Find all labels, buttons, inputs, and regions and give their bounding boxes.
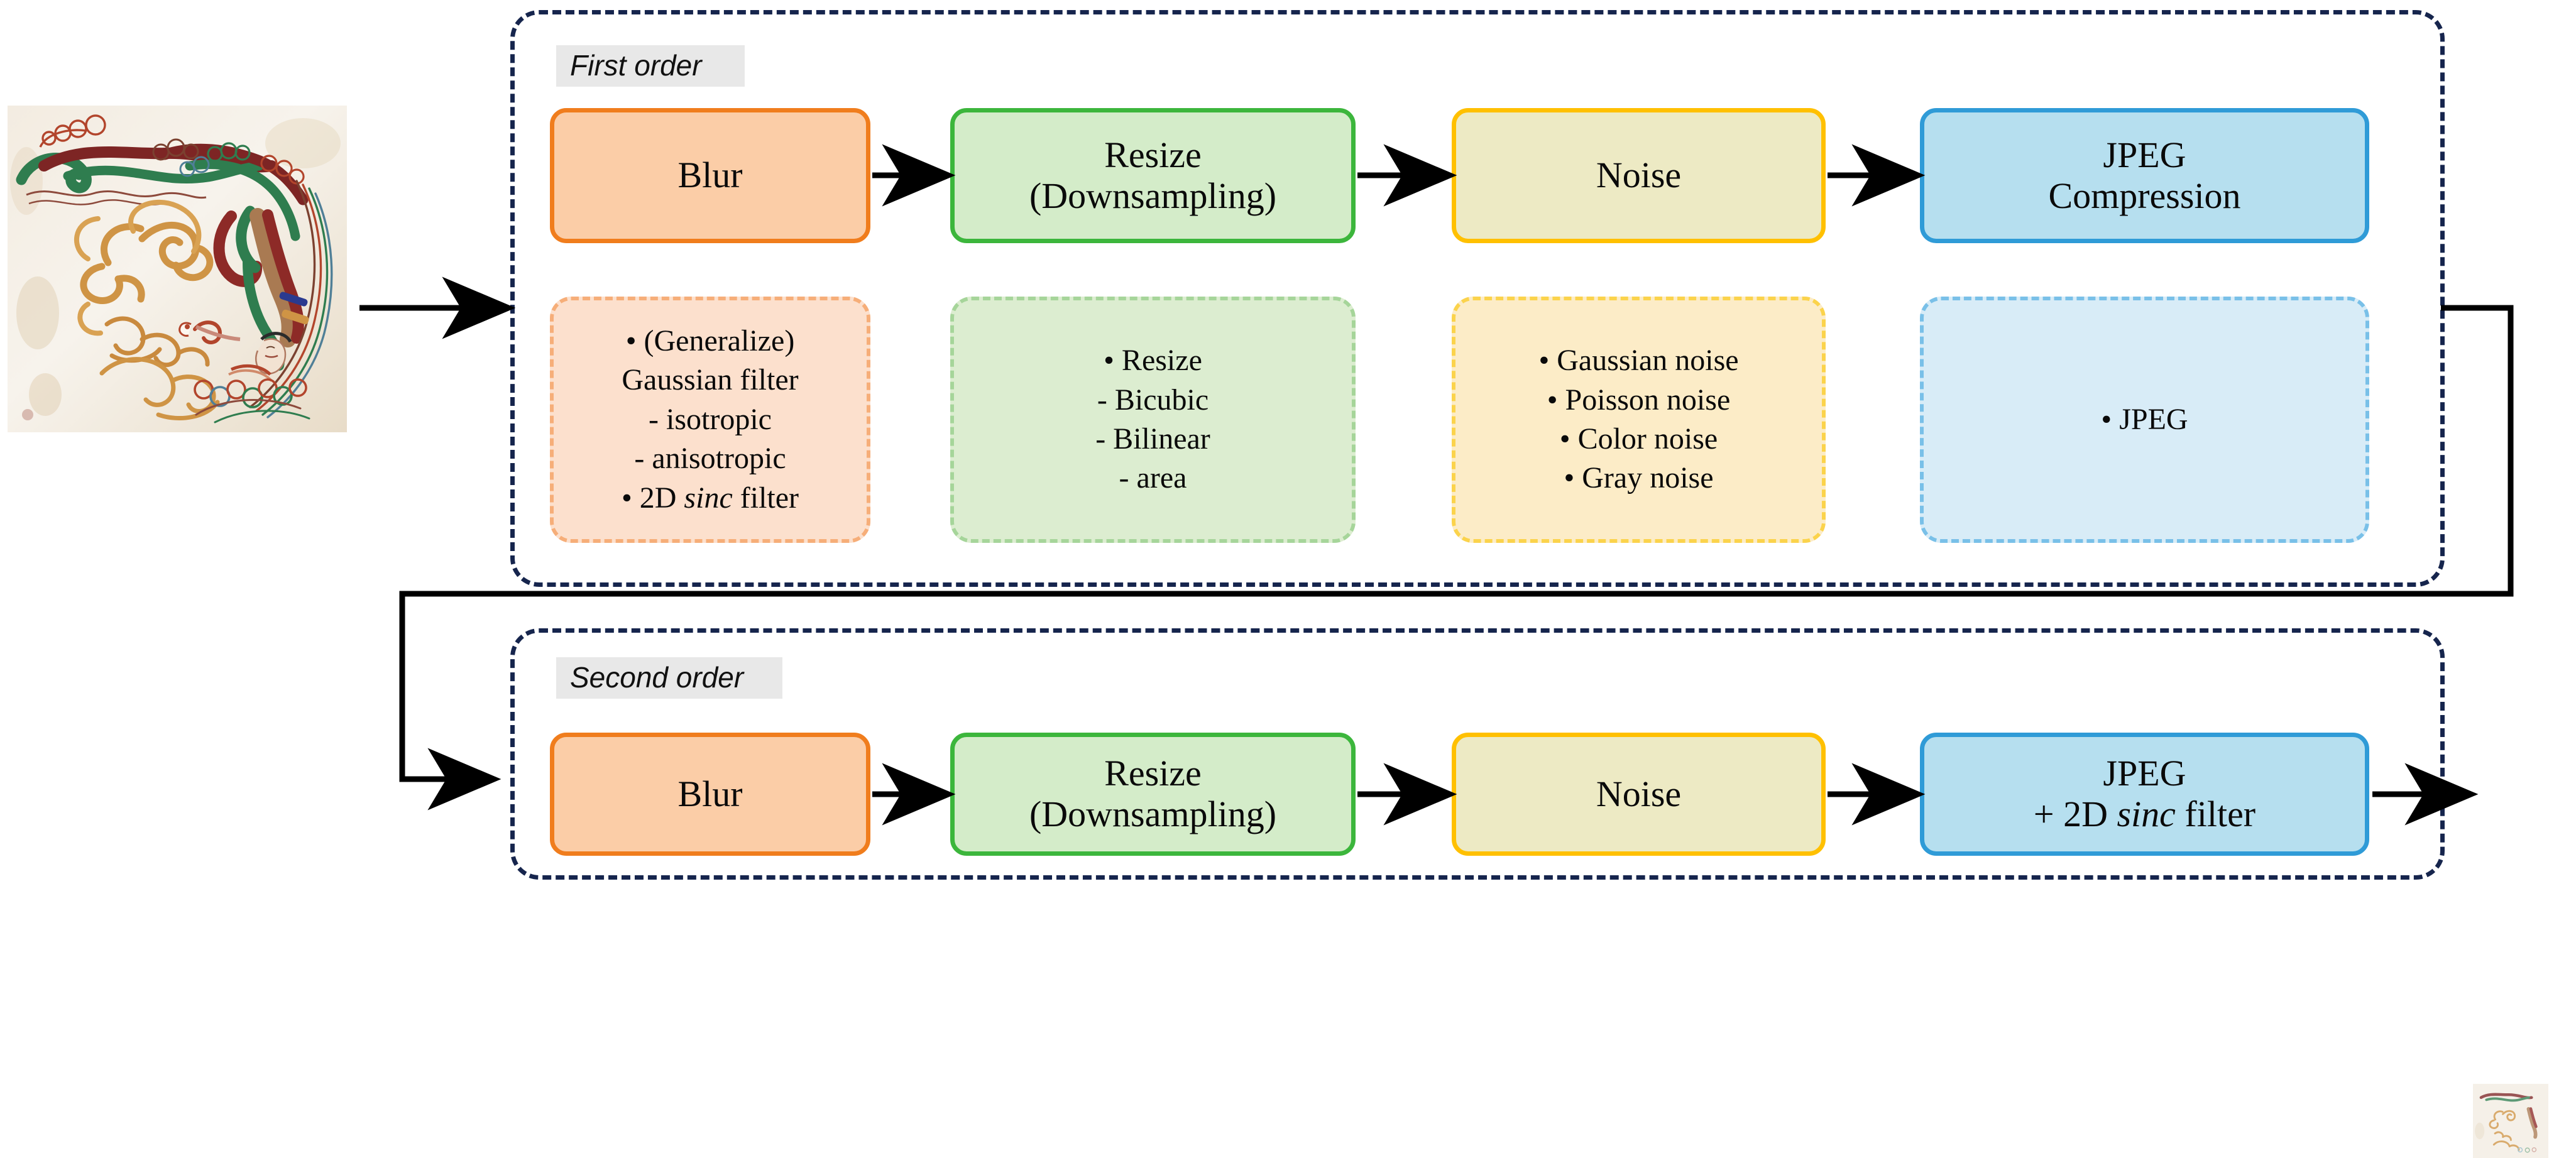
stage-label: JPEG — [2103, 134, 2186, 175]
input-image — [8, 106, 347, 432]
detail-line: • JPEG — [2101, 402, 2188, 436]
second-order-stage-blur[interactable]: Blur — [550, 733, 870, 856]
first-order-detail-resize: • Resize - Bicubic - Bilinear - area — [950, 297, 1356, 543]
stage-sublabel: (Downsampling) — [1029, 794, 1277, 834]
stage-label: Resize — [1104, 753, 1202, 794]
output-image — [2473, 1084, 2548, 1158]
detail-line: • Resize — [1104, 344, 1202, 378]
detail-line: Gaussian filter — [622, 363, 799, 397]
detail-line: • Color noise — [1559, 422, 1718, 456]
first-order-stage-blur[interactable]: Blur — [550, 108, 870, 243]
detail-line: • (Generalize) — [625, 324, 795, 358]
detail-line: - area — [1119, 461, 1187, 495]
stage-sublabel: Compression — [2048, 175, 2241, 216]
first-order-stage-noise[interactable]: Noise — [1452, 108, 1826, 243]
first-order-detail-blur: • (Generalize) Gaussian filter - isotrop… — [550, 297, 870, 543]
second-order-stage-noise[interactable]: Noise — [1452, 733, 1826, 856]
detail-line-sinc: • 2D sinc filter — [621, 481, 799, 515]
detail-line: • Gray noise — [1564, 461, 1714, 495]
degradation-pipeline-diagram: First order Blur Resize (Downsampling) N… — [8, 10, 2548, 1158]
detail-line: - anisotropic — [634, 442, 786, 476]
first-order-tag: First order — [556, 45, 745, 87]
first-order-stage-resize[interactable]: Resize (Downsampling) — [950, 108, 1356, 243]
stage-label: Blur — [677, 155, 743, 196]
stage-sublabel-sinc: + 2D sinc filter — [2033, 794, 2256, 834]
first-order-detail-noise: • Gaussian noise • Poisson noise • Color… — [1452, 297, 1826, 543]
first-order-stage-jpeg[interactable]: JPEG Compression — [1920, 108, 2369, 243]
second-order-stage-jpeg[interactable]: JPEG + 2D sinc filter — [1920, 733, 2369, 856]
sinc-italic: sinc — [684, 481, 733, 515]
stage-label: Noise — [1596, 155, 1682, 196]
stage-label: Resize — [1104, 134, 1202, 175]
second-order-tag: Second order — [556, 657, 782, 699]
detail-line: - Bilinear — [1095, 422, 1210, 456]
stage-label: Blur — [677, 773, 743, 814]
detail-line: - Bicubic — [1097, 383, 1209, 417]
detail-line: - isotropic — [649, 402, 772, 436]
stage-sublabel: (Downsampling) — [1029, 175, 1277, 216]
second-order-stage-resize[interactable]: Resize (Downsampling) — [950, 733, 1356, 856]
stage-label: JPEG — [2103, 753, 2186, 794]
detail-line: • Gaussian noise — [1538, 344, 1739, 378]
sinc-italic: sinc — [2117, 794, 2176, 834]
first-order-detail-jpeg: • JPEG — [1920, 297, 2369, 543]
detail-line: • Poisson noise — [1547, 383, 1731, 417]
stage-label: Noise — [1596, 773, 1682, 814]
